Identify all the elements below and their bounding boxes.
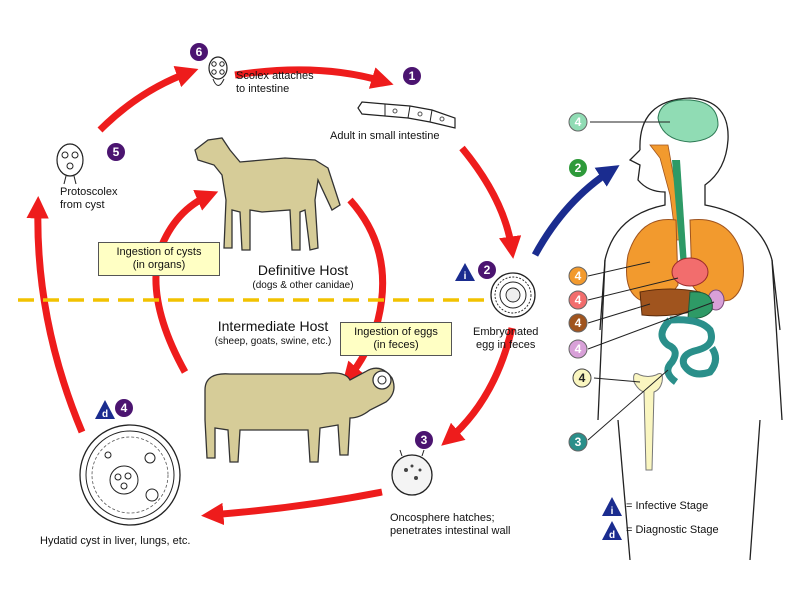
leader-heart: [587, 277, 679, 301]
ingestion-of-eggs-line1: Ingestion of eggs: [354, 326, 438, 338]
definitive-host-subtitle: (dogs & other canidae): [252, 280, 354, 291]
stomach-organ: [687, 291, 713, 319]
arrow-oncosphere-to-cyst: [201, 488, 383, 526]
oncosphere-label: Oncosphere hatches; penetrates intestina…: [390, 512, 510, 538]
step-1-marker: 1: [403, 67, 421, 85]
svg-text:d: d: [102, 409, 108, 420]
svg-text:4: 4: [575, 269, 582, 283]
protoscolex-illustration: [56, 143, 84, 185]
svg-text:4: 4: [575, 293, 582, 307]
leader-liver: [587, 303, 651, 324]
svg-text:4: 4: [575, 316, 582, 330]
organ-step-4-brain: 4: [568, 112, 588, 132]
svg-text:d: d: [609, 530, 615, 541]
scolex-label: Scolex attaches to intestine: [236, 70, 314, 96]
arrow-cyst-to-protoscolex: [26, 196, 86, 434]
egg-illustration: [490, 272, 536, 318]
svg-text:4: 4: [575, 115, 582, 129]
arrow-adult-to-egg: [459, 145, 522, 259]
intermediate-host-subtitle: (sheep, goats, swine, etc.): [214, 336, 332, 347]
arrow-egg-to-human: [531, 165, 620, 257]
svg-text:1: 1: [409, 69, 416, 83]
leader-bone: [593, 377, 641, 383]
step-3-marker: 3: [415, 431, 433, 449]
leader-lungs: [587, 261, 651, 277]
svg-text:i: i: [611, 506, 614, 517]
svg-text:3: 3: [575, 435, 582, 449]
svg-text:4: 4: [579, 371, 586, 385]
brain-organ: [657, 99, 719, 143]
diagnostic-stage-badge: d: [95, 400, 115, 420]
heart-organ: [671, 257, 709, 287]
ingestion-of-eggs-line2: (in feces): [373, 339, 419, 351]
step-3-human-marker: 3: [568, 432, 588, 452]
organ-step-4-liver: 4: [568, 313, 588, 333]
ingestion-of-eggs-box: Ingestion of eggs (in feces): [340, 322, 452, 356]
organ-step-4-bone: 4: [572, 368, 592, 388]
egg-label: Embryonated egg in feces: [473, 326, 538, 352]
intermediate-host-title: Intermediate Host: [217, 318, 329, 334]
svg-text:i: i: [464, 271, 467, 282]
hydatid-cyst-label: Hydatid cyst in liver, lungs, etc.: [40, 535, 191, 547]
step-5-marker: 5: [107, 143, 125, 161]
svg-text:3: 3: [421, 433, 428, 447]
svg-text:4: 4: [575, 342, 582, 356]
ingestion-of-cysts-box: Ingestion of cysts (in organs): [98, 242, 220, 276]
oncosphere-illustration: [391, 449, 433, 496]
arrow-scolex-to-adult: [234, 66, 394, 89]
human-figure: [597, 97, 783, 561]
definitive-host-title: Definitive Host: [257, 262, 349, 278]
svg-text:6: 6: [196, 45, 203, 59]
leader-intestine: [587, 369, 669, 441]
adult-worm-illustration: [357, 101, 456, 129]
egg-label-line2: egg in feces: [476, 339, 536, 351]
leader-kidney: [587, 301, 715, 350]
step-2-marker: 2: [478, 261, 496, 279]
infective-stage-badge: i: [455, 263, 475, 282]
svg-text:4: 4: [121, 401, 128, 415]
egg-label-line1: Embryonated: [473, 326, 539, 338]
svg-text:2: 2: [575, 161, 582, 175]
step-4-marker: 4: [115, 399, 133, 417]
organ-step-4-kidney: 4: [568, 339, 588, 359]
step-6-marker: 6: [190, 43, 208, 61]
legend-diagnostic-icon: d: [602, 521, 622, 541]
organ-step-4-lungs: 4: [568, 266, 588, 286]
svg-text:5: 5: [113, 145, 120, 159]
legend-diagnostic-text: = Diagnostic Stage: [626, 524, 719, 536]
legend-infective-text: = Infective Stage: [626, 500, 709, 512]
organ-step-4-heart: 4: [568, 290, 588, 310]
scolex-label-line2: to intestine: [236, 83, 290, 95]
protoscolex-label-line1: Protoscolex: [60, 186, 118, 198]
esophagus-organ: [672, 160, 688, 280]
protoscolex-label: Protoscolex from cyst: [60, 186, 117, 212]
oncosphere-label-line2: penetrates intestinal wall: [390, 525, 511, 537]
dog-illustration: [194, 137, 341, 251]
svg-text:2: 2: [484, 263, 491, 277]
hydatid-cyst-illustration: [79, 424, 181, 526]
legend-infective-icon: i: [602, 497, 622, 517]
oncosphere-label-line1: Oncosphere hatches;: [390, 512, 495, 524]
arrow-egg-to-oncosphere: [441, 327, 516, 446]
step-2-human-marker: 2: [569, 159, 587, 177]
intestine-organ: [658, 316, 719, 385]
scolex-label-line1: Scolex attaches: [236, 70, 314, 82]
arrow-ingestion-of-eggs: [342, 197, 387, 385]
ingestion-of-cysts-line2: (in organs): [132, 259, 186, 271]
sheep-illustration: [204, 367, 395, 463]
adult-label: Adult in small intestine: [330, 130, 440, 142]
scolex-illustration: [208, 56, 228, 86]
arrow-protoscolex-to-scolex: [97, 66, 199, 133]
protoscolex-label-line2: from cyst: [60, 199, 105, 211]
ingestion-of-cysts-line1: Ingestion of cysts: [116, 246, 202, 258]
